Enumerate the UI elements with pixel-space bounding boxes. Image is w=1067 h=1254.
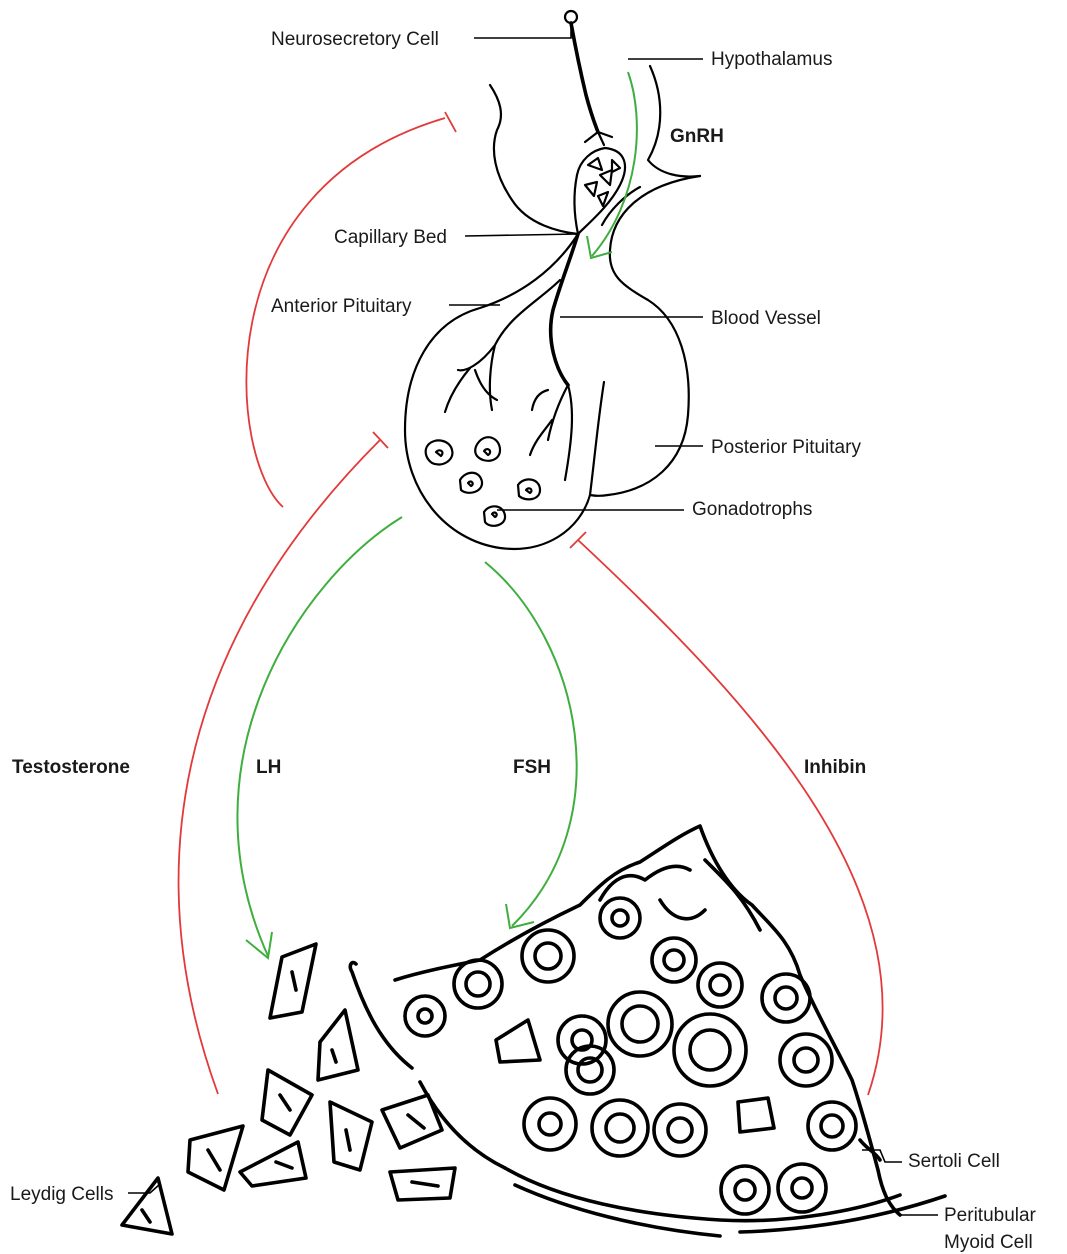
label-peritubular-line1: Peritubular	[944, 1205, 1037, 1226]
inhibin-arrow	[578, 540, 883, 1095]
label-leydig-cells: Leydig Cells	[10, 1184, 114, 1205]
hypothalamus-right-edge	[648, 66, 700, 177]
label-gonadotrophs: Gonadotrophs	[692, 499, 812, 520]
label-lh: LH	[256, 757, 281, 778]
tubule-basement-membrane	[505, 1168, 900, 1221]
label-anterior-pituitary: Anterior Pituitary	[271, 296, 412, 317]
gonadotroph-cells	[426, 437, 540, 526]
label-hypothalamus: Hypothalamus	[711, 49, 832, 70]
infundibulum-left-edge	[490, 85, 578, 234]
capillary-bed-loops	[585, 158, 620, 206]
label-gnrh: GnRH	[670, 126, 724, 147]
label-peritubular-line2: Myoid Cell	[944, 1232, 1033, 1253]
pituitary-drawing	[405, 11, 700, 549]
axon-terminals	[585, 132, 612, 145]
lobe-divider	[590, 382, 604, 495]
tubule-outer-wall	[395, 826, 900, 1215]
neurosecretory-axon	[571, 23, 598, 132]
leydig-cells-group	[122, 944, 505, 1234]
label-fsh: FSH	[513, 757, 551, 778]
label-blood-vessel: Blood Vessel	[711, 308, 821, 329]
label-sertoli-cell: Sertoli Cell	[908, 1151, 1000, 1172]
label-capillary-bed: Capillary Bed	[334, 227, 447, 248]
testosterone-bar-hypothalamus	[445, 112, 456, 132]
label-posterior-pituitary: Posterior Pituitary	[711, 437, 861, 458]
posterior-pituitary-lobe	[590, 176, 700, 496]
label-testosterone: Testosterone	[12, 757, 130, 778]
fsh-arrow	[485, 562, 577, 926]
label-neurosecretory-cell: Neurosecretory Cell	[271, 29, 439, 50]
portal-branches-right	[530, 385, 572, 480]
portal-vessel	[551, 234, 578, 385]
lh-arrow	[237, 517, 402, 956]
label-inhibin: Inhibin	[804, 757, 866, 778]
